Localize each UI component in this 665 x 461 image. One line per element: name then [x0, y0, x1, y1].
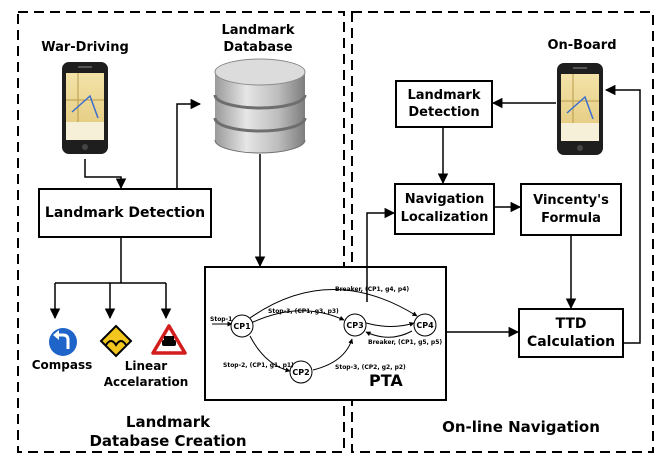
pta-node-label: CP2 [292, 368, 309, 377]
landmark-detection-right-line2: Detection [408, 105, 480, 120]
pta-node-cp3: CP3 [343, 313, 367, 337]
landmark-database-label-line1: Landmark [221, 23, 295, 38]
phone-to-detection-arrow [84, 159, 127, 190]
landmark-database-label-line2: Database [223, 40, 293, 55]
pta-edge-stop3 [250, 310, 345, 324]
pta-label: PTA [369, 371, 403, 390]
ttd-calculation-box: TTD Calculation [518, 308, 624, 358]
linear-acceleration-label-line1: Linear [124, 359, 168, 373]
ttd-line1: TTD [555, 316, 587, 332]
ttd-to-phone-feedback-arrow [604, 84, 641, 344]
pta-node-cp1: CP1 [230, 314, 254, 338]
pta-node-label: CP1 [233, 322, 251, 331]
pta-edge-cp3-cp4 [365, 321, 415, 327]
pta-node-cp4: CP4 [413, 313, 437, 337]
pta-edge-label-stop3b: Stop-3, (CP2, g2, p2) [335, 364, 406, 371]
database-creation-title: Landmark Database Creation [89, 413, 246, 451]
landmark-detection-right-line1: Landmark [407, 88, 481, 103]
on-board-label: On-Board [547, 38, 617, 53]
smartphone-icon [62, 62, 108, 154]
nav-loc-line1: Navigation [404, 192, 485, 207]
database-creation-title-line2: Database Creation [89, 432, 247, 450]
linear-acceleration-label: Linear Accelaration [104, 358, 189, 390]
compass-icon [49, 328, 77, 356]
war-driving-label: War-Driving [41, 40, 129, 55]
landmark-detection-box-right: Landmark Detection [395, 80, 493, 128]
vincenty-formula-box: Vincenty's Formula [520, 183, 622, 236]
pta-edge-breaker-top [249, 289, 418, 319]
ttd-line2: Calculation [526, 334, 616, 350]
compass-label: Compass [31, 358, 93, 372]
pta-edge-breaker-bottom [365, 330, 413, 338]
database-creation-frame [17, 11, 345, 453]
speed-bump-sign-icon [99, 324, 133, 358]
database-icon [213, 58, 307, 154]
smartphone-icon [557, 63, 603, 155]
pta-edge-stop3b [312, 338, 354, 371]
pta-edge-stop2 [249, 335, 291, 373]
pta-node-label: CP4 [416, 321, 434, 330]
pta-to-nav-arrow [366, 207, 396, 302]
car-warning-sign-icon [151, 324, 187, 355]
pta-edge-label-breaker-bottom: Breaker, (CP1, g5, p5) [368, 339, 442, 346]
pta-node-label: CP3 [346, 321, 363, 330]
vincenty-line1: Vincenty's [533, 192, 609, 208]
linear-acceleration-label-line2: Accelaration [103, 375, 189, 389]
landmark-detection-box-left: Landmark Detection [38, 188, 212, 238]
pta-node-cp2: CP2 [289, 360, 313, 384]
landmark-database-label: Landmark Database [222, 22, 295, 56]
pta-edge-label-stop2: Stop-2, (CP1, g1, p1) [223, 362, 294, 369]
vincenty-line2: Formula [541, 210, 601, 226]
nav-loc-line2: Localization [400, 210, 489, 225]
detection-to-database-arrow [176, 98, 202, 188]
online-navigation-title: On-line Navigation [442, 418, 600, 436]
navigation-localization-box: Navigation Localization [394, 183, 495, 235]
pta-edge-label-stop3: Stop-3, (CP1, g3, p3) [268, 308, 339, 315]
pta-edge-label-breaker-top: Breaker, (CP1, g4, p4) [335, 286, 409, 293]
pta-edge-label-stop1: Stop-1 [210, 316, 232, 323]
database-creation-title-line1: Landmark [125, 413, 211, 431]
online-navigation-frame [351, 11, 654, 453]
